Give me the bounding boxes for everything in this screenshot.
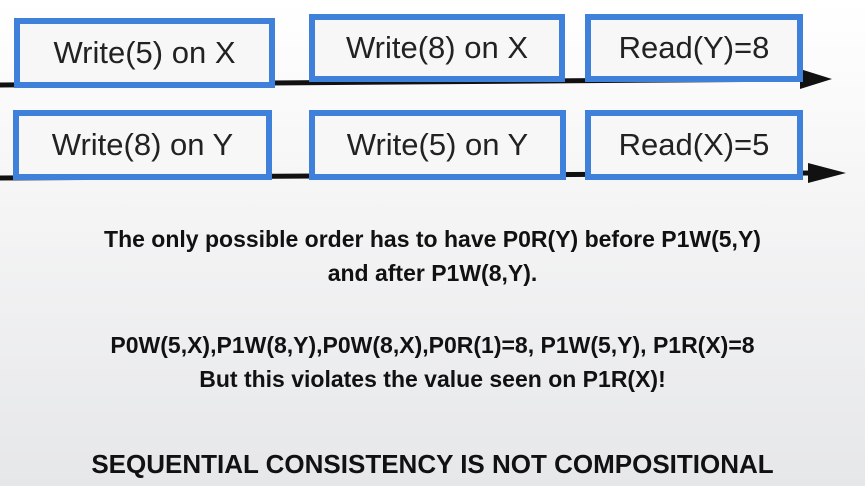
explanation-line-1: The only possible order has to have P0R(…: [104, 226, 761, 252]
violation-note: But this violates the value seen on P1R(…: [199, 366, 666, 392]
op-label: Write(8) on Y: [51, 127, 234, 162]
p0-op-read-y: Read(Y)=8: [585, 14, 803, 82]
op-label: Write(5) on Y: [346, 127, 529, 162]
p1-op-write5-y: Write(5) on Y: [309, 110, 566, 180]
op-label: Write(5) on X: [53, 35, 236, 70]
op-label: Write(8) on X: [345, 30, 529, 65]
p0-op-write5-x: Write(5) on X: [14, 18, 275, 88]
op-label: Read(X)=5: [618, 127, 770, 162]
ordering-sequence: P0W(5,X),P1W(8,Y),P0W(8,X),P0R(1)=8, P1W…: [110, 332, 755, 358]
op-label: Read(Y)=8: [618, 30, 770, 65]
explanation-line-2: and after P1W(8,Y).: [327, 260, 538, 286]
p1-op-read-x: Read(X)=5: [585, 110, 803, 180]
p1-op-write8-y: Write(8) on Y: [13, 110, 272, 180]
p0-op-write8-x: Write(8) on X: [309, 14, 565, 82]
conclusion-heading: SEQUENTIAL CONSISTENCY IS NOT COMPOSITIO…: [91, 449, 774, 479]
